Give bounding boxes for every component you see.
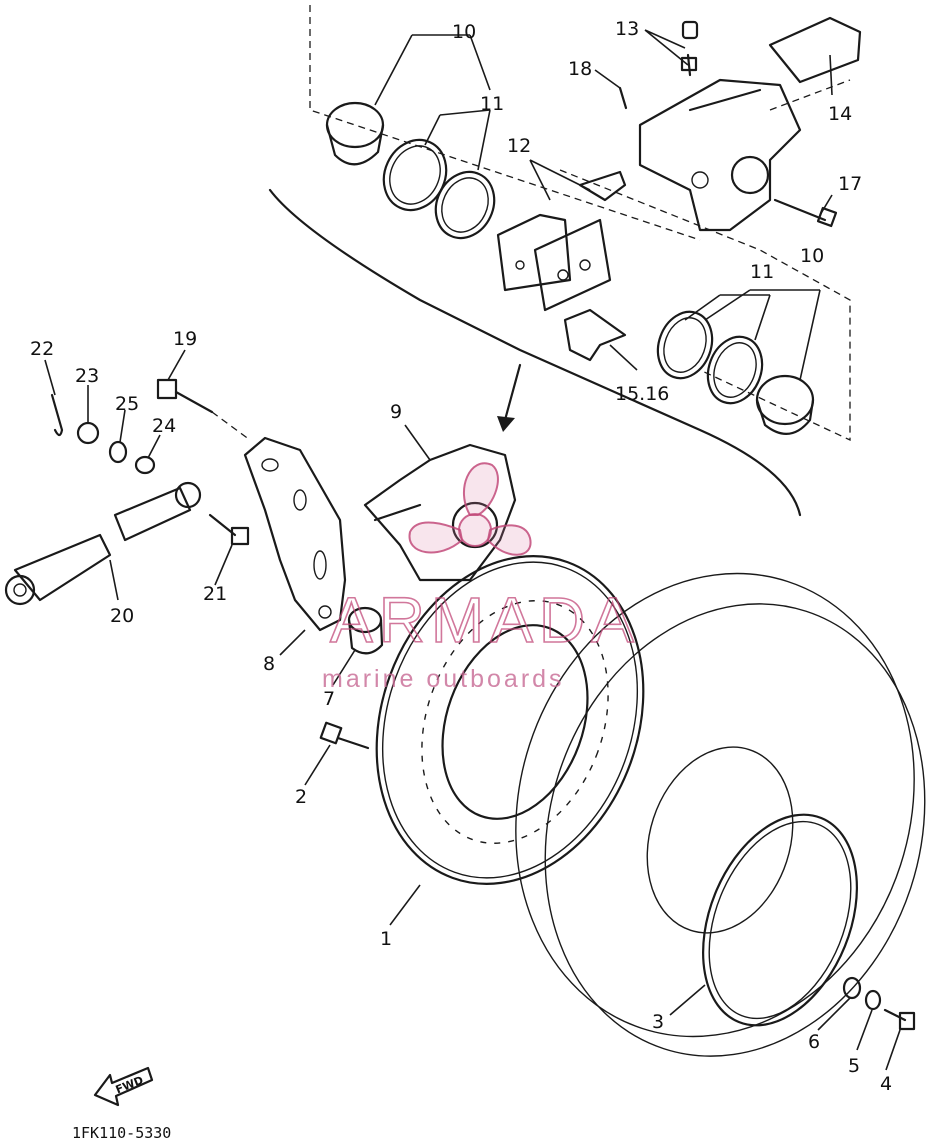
- piston-bottom: [755, 374, 815, 435]
- callout-9: 9: [390, 401, 402, 423]
- callout-6: 6: [808, 1031, 820, 1053]
- washer-6: [842, 976, 862, 1000]
- callout-22: 22: [30, 338, 54, 360]
- callout-21: 21: [203, 583, 227, 605]
- seal-bottom-2: [706, 335, 764, 405]
- caliper-bracket: [243, 436, 347, 632]
- bleed-screw: [680, 20, 699, 77]
- wheel-rim: [515, 572, 926, 1057]
- diagram-part-number: 1FK110-5330: [72, 1124, 171, 1142]
- callout-1: 1: [380, 928, 392, 950]
- bracket-bolt: [156, 378, 251, 441]
- callout-11-top: 11: [480, 93, 504, 115]
- callout-3: 3: [652, 1011, 664, 1033]
- callout-18: 18: [568, 58, 592, 80]
- cotter-pin: [50, 393, 64, 437]
- callout-20: 20: [110, 605, 134, 627]
- hub-ring: [702, 813, 858, 1027]
- callout-13: 13: [615, 18, 639, 40]
- callout-2: 2: [295, 786, 307, 808]
- callout-labels: 10 11 12 13 14 18 17 10 11 15.16 9 19 22…: [30, 18, 892, 1095]
- callout-10-bottom: 10: [800, 245, 824, 267]
- callout-10-top: 10: [452, 21, 476, 43]
- callout-11-bottom: 11: [750, 261, 774, 283]
- inset-outline: [268, 5, 851, 517]
- leader-lines: [44, 29, 901, 1071]
- callout-19: 19: [173, 328, 197, 350]
- pad-cover: [768, 16, 862, 84]
- callout-14: 14: [828, 103, 852, 125]
- callout-17: 17: [838, 173, 862, 195]
- pad-spring-clip: [578, 170, 627, 202]
- caliper-main: [363, 443, 517, 582]
- callout-5: 5: [848, 1055, 860, 1077]
- fwd-label: FWD: [114, 1074, 146, 1097]
- torque-arm: [4, 481, 202, 606]
- washer-24: [134, 455, 156, 475]
- callout-7: 7: [323, 688, 335, 710]
- brake-pad-1: [496, 213, 572, 292]
- hub-bolt: [883, 1008, 916, 1031]
- collar: [347, 606, 384, 655]
- nut: [76, 421, 100, 445]
- watermark-tagline: marine outboards: [322, 665, 565, 693]
- watermark: ARMADA marine outboards: [322, 462, 640, 693]
- torque-arm-bolt: [208, 513, 250, 546]
- callout-4: 4: [880, 1073, 892, 1095]
- fwd-arrow: FWD: [93, 1066, 154, 1107]
- callout-25: 25: [115, 393, 139, 415]
- callout-8: 8: [263, 653, 275, 675]
- callout-15-16: 15.16: [615, 383, 669, 405]
- washer-25: [108, 440, 128, 464]
- watermark-propeller-icon: [408, 462, 532, 556]
- seal-top-2: [434, 170, 496, 240]
- callout-24: 24: [152, 415, 176, 437]
- pad-spring: [563, 308, 627, 362]
- seal-bottom-1: [656, 310, 714, 380]
- callout-12: 12: [507, 135, 531, 157]
- brake-pad-2: [533, 218, 612, 312]
- lock-washer: [864, 989, 882, 1011]
- disc-bolt: [319, 721, 370, 750]
- brake-disc: [375, 555, 645, 885]
- pad-pin: [618, 86, 628, 110]
- watermark-brand: ARMADA: [330, 584, 640, 656]
- caliper-top: [638, 78, 802, 232]
- seal-top-1: [382, 138, 448, 212]
- callout-23: 23: [75, 365, 99, 387]
- piston-top: [325, 101, 385, 166]
